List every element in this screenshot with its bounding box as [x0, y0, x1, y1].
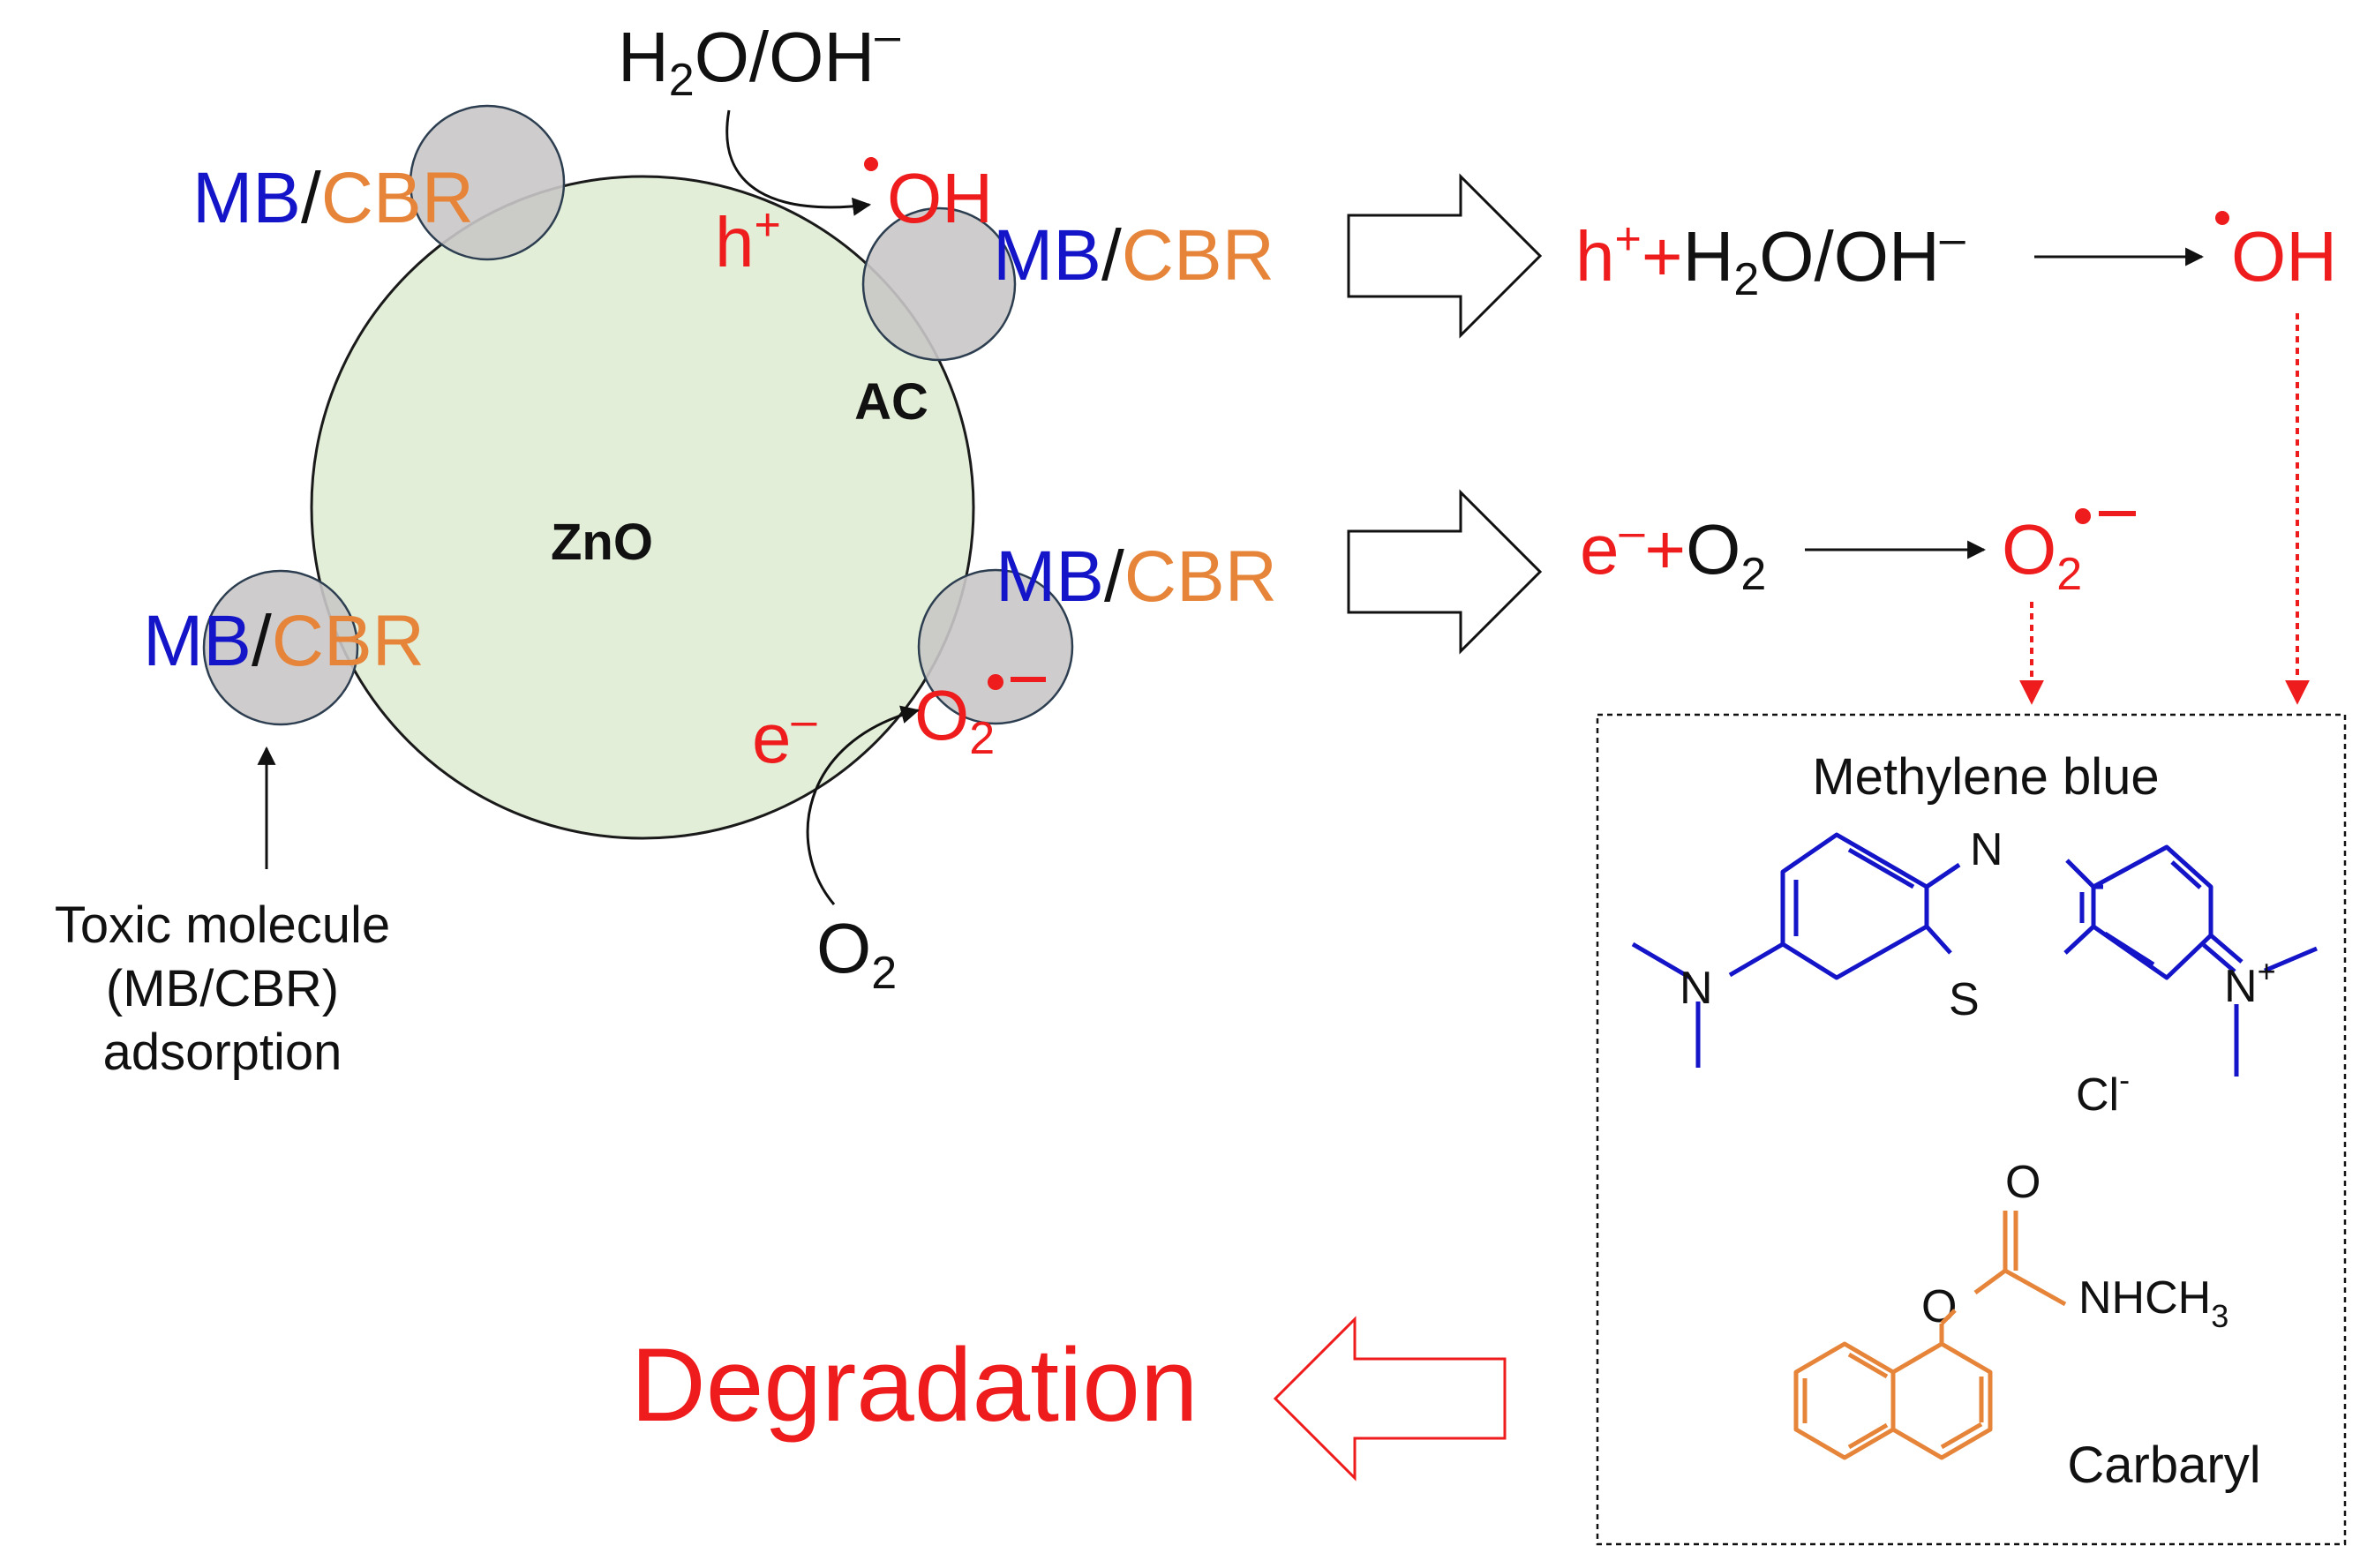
superoxide-dot-particle [988, 674, 1003, 690]
zno-particle [310, 175, 975, 840]
reaction-2-product-dot [2075, 508, 2091, 524]
carbaryl-rings [1793, 1324, 1993, 1460]
ac-label: AC [854, 373, 928, 431]
ac-sphere-top-right [861, 206, 1017, 362]
cbr-atom-nh: NHCH3 [2078, 1272, 2228, 1334]
methylene-blue-title: Methylene blue [1812, 748, 2159, 806]
mb-atom-n-right: N+ [2224, 953, 2276, 1012]
adsorbed-label-left: MB/CBR [143, 601, 425, 681]
zno-label: ZnO [551, 514, 653, 571]
reaction-1-product: OH [2231, 217, 2337, 296]
mb-atom-n-left: N [1680, 963, 1713, 1014]
reaction-1-product-dot [2215, 211, 2229, 225]
oh-radical-dot [864, 157, 878, 171]
carbaryl-title: Carbaryl [2067, 1437, 2260, 1494]
carbaryl-chain [1940, 1211, 2067, 1325]
mb-counterion: Cl- [2076, 1062, 2130, 1121]
methylene-blue-structure [1631, 832, 2318, 1077]
adsorbed-label-top-right: MB/CBR [993, 215, 1274, 296]
block-arrow-electron-reaction [1347, 489, 1543, 655]
hole-label: h+ [715, 199, 781, 281]
mb-atom-n-top: N [1970, 824, 2003, 875]
block-arrow-degradation [1273, 1316, 1507, 1482]
o2-reactant-label: O2 [816, 909, 897, 999]
superoxide-label-particle: O2 [914, 676, 995, 764]
ac-sphere-bottom-right [917, 568, 1074, 725]
mb-atom-s: S [1949, 974, 1980, 1025]
reaction-1-equation: h++H2O/OH– [1575, 214, 1965, 305]
adsorbed-label-bottom-right: MB/CBR [996, 536, 1277, 617]
adsorption-note-line-2: (MB/CBR) [106, 960, 339, 1017]
water-to-oh-arrow [725, 109, 872, 216]
adsorption-note-line-1: Toxic molecule [55, 897, 390, 954]
ac-sphere-left [202, 569, 359, 726]
adsorption-note-line-3: adsorption [103, 1024, 342, 1081]
electron-label: e– [752, 695, 817, 777]
adsorbed-label-top-left: MB/CBR [192, 158, 474, 238]
ac-sphere-top-left [409, 104, 566, 261]
block-arrow-hole-reaction [1347, 173, 1543, 339]
pollutant-box [1596, 713, 2347, 1546]
cbr-atom-o-carbonyl: O [2005, 1157, 2041, 1208]
o2-to-superoxide-arrow [806, 705, 921, 905]
degradation-label: Degradation [631, 1327, 1199, 1444]
cbr-atom-o-ester: O [1921, 1281, 1957, 1332]
water-reactant-label: H2O/OH– [618, 11, 900, 106]
reaction-2-equation: e–+O2 [1580, 506, 1766, 600]
reaction-2-product: O2 [2002, 510, 2082, 600]
oh-radical-label: OH [887, 159, 993, 237]
